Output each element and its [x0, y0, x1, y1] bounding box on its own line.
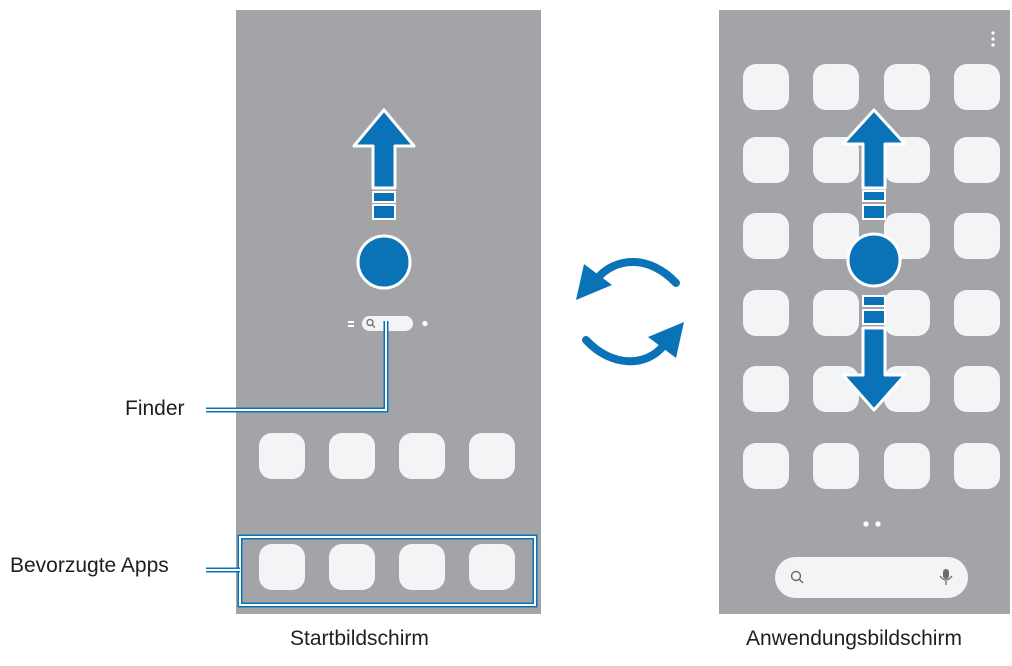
gesture-trail-segment [372, 191, 396, 203]
apps-grid-tile[interactable] [743, 443, 789, 489]
arrow-up-icon [841, 108, 907, 190]
finder-label: Finder [125, 397, 185, 420]
search-icon [371, 324, 376, 328]
home-app-tile[interactable] [259, 433, 305, 479]
apps-grid-tile[interactable] [813, 290, 859, 336]
apps-grid-tile[interactable] [813, 64, 859, 110]
favorite-app-tile[interactable] [399, 544, 445, 590]
favorite-apps-callout [206, 534, 538, 608]
apps-grid-tile[interactable] [954, 443, 1000, 489]
touch-point-icon [356, 234, 412, 290]
apps-grid-tile[interactable] [884, 290, 930, 336]
apps-search-bar[interactable] [775, 557, 968, 598]
home-screen-caption: Startbildschirm [290, 627, 429, 650]
favorite-app-tile[interactable] [259, 544, 305, 590]
apps-grid-tile[interactable] [954, 213, 1000, 259]
apps-grid-tile[interactable] [954, 290, 1000, 336]
home-screen [236, 10, 541, 614]
apps-grid-tile[interactable] [954, 137, 1000, 183]
swipe-up-gesture [352, 108, 416, 290]
swap-cycle-icon [576, 258, 684, 366]
favorite-app-tile[interactable] [329, 544, 375, 590]
favorite-apps-label: Bevorzugte Apps [10, 554, 169, 577]
apps-grid-tile[interactable] [813, 443, 859, 489]
arrow-up-icon [352, 108, 416, 190]
home-app-tile[interactable] [469, 433, 515, 479]
page-dot [863, 521, 869, 527]
apps-grid-tile[interactable] [954, 366, 1000, 412]
finder-callout [206, 321, 389, 413]
swipe-up-down-gesture [841, 108, 907, 412]
apps-grid-tile[interactable] [743, 290, 789, 336]
mic-icon[interactable] [939, 569, 953, 585]
touch-point-icon [846, 232, 902, 288]
apps-grid-tile[interactable] [743, 64, 789, 110]
apps-grid-tile[interactable] [884, 443, 930, 489]
gesture-trail-segment [372, 204, 396, 220]
gesture-trail-segment [862, 295, 886, 307]
apps-grid-tile[interactable] [884, 64, 930, 110]
apps-page-indicator [863, 521, 881, 527]
arrow-head-icon [576, 264, 612, 300]
favorite-app-tile[interactable] [469, 544, 515, 590]
arrow-head-icon [648, 322, 684, 358]
more-vert-icon[interactable] [991, 31, 995, 47]
gesture-trail-segment [862, 190, 886, 202]
apps-screen-caption: Anwendungsbildschirm [746, 627, 962, 650]
arrow-down-icon [841, 326, 907, 412]
search-icon[interactable] [790, 570, 804, 584]
indicator-lines-icon [348, 321, 354, 323]
apps-grid-tile[interactable] [743, 213, 789, 259]
search-icon [366, 318, 374, 327]
home-app-tile[interactable] [399, 433, 445, 479]
apps-grid-tile[interactable] [743, 366, 789, 412]
home-app-tile[interactable] [329, 433, 375, 479]
gesture-trail-segment [862, 309, 886, 325]
apps-grid-tile[interactable] [743, 137, 789, 183]
page-dot [422, 320, 428, 327]
indicator-lines-icon [348, 325, 354, 327]
page-dot [875, 521, 881, 527]
gesture-trail-segment [862, 204, 886, 220]
apps-grid-tile[interactable] [954, 64, 1000, 110]
